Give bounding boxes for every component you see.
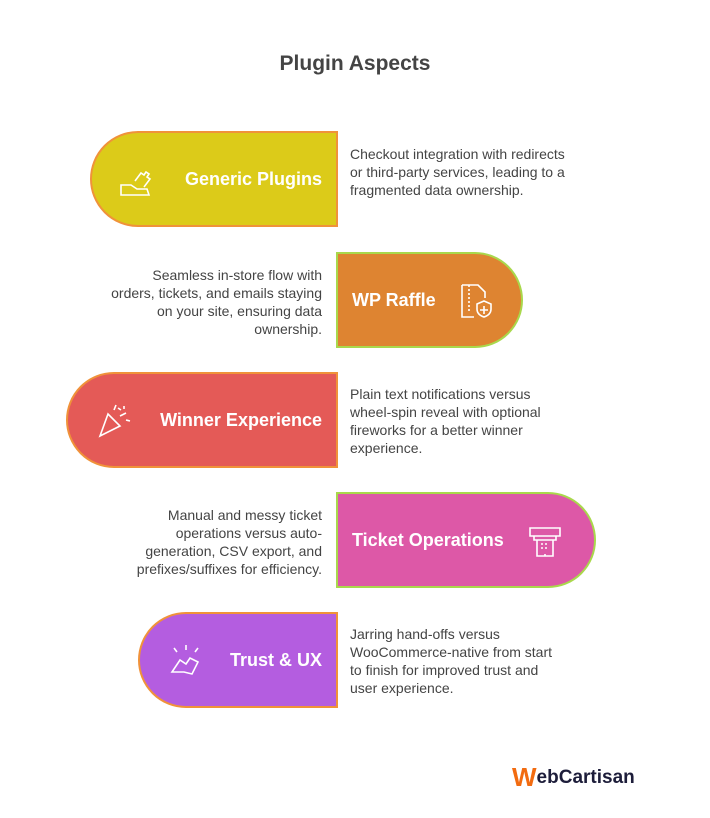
puzzle-hand-icon	[120, 170, 152, 196]
document-shield-icon	[461, 284, 492, 318]
pill-wp-raffle: WP Raffle	[336, 252, 523, 348]
party-popper-icon	[98, 404, 131, 438]
description: Checkout integration with redirects or t…	[350, 146, 565, 198]
pill-ticket-operations: Ticket Operations	[336, 492, 596, 588]
description: Manual and messy ticket operations versu…	[136, 507, 322, 577]
description: Jarring hand-offs versus WooCommerce-nat…	[350, 626, 553, 696]
pill-label: Ticket Operations	[352, 529, 504, 550]
pill-generic-plugins: Generic Plugins	[90, 131, 338, 227]
pill-label: Generic Plugins	[184, 168, 322, 189]
logo-cart-w: W	[512, 762, 537, 792]
page-title: Plugin Aspects	[279, 52, 431, 75]
pill-label: Trust & UX	[229, 649, 322, 670]
handshake-icon	[170, 645, 200, 675]
pill-label: WP Raffle	[352, 289, 436, 310]
pill-winner-experience: Winner Experience	[66, 372, 338, 468]
pill-trust-ux: Trust & UX	[138, 612, 338, 708]
pill-label: Winner Experience	[160, 409, 322, 430]
description: Plain text notifications versus wheel-sp…	[350, 386, 541, 456]
logo-text: ebCartisan	[536, 767, 635, 788]
description: Seamless in-store flow with orders, tick…	[111, 267, 322, 337]
ticket-machine-icon	[529, 527, 561, 557]
webcartisan-logo: W ebCartisan	[512, 764, 635, 790]
